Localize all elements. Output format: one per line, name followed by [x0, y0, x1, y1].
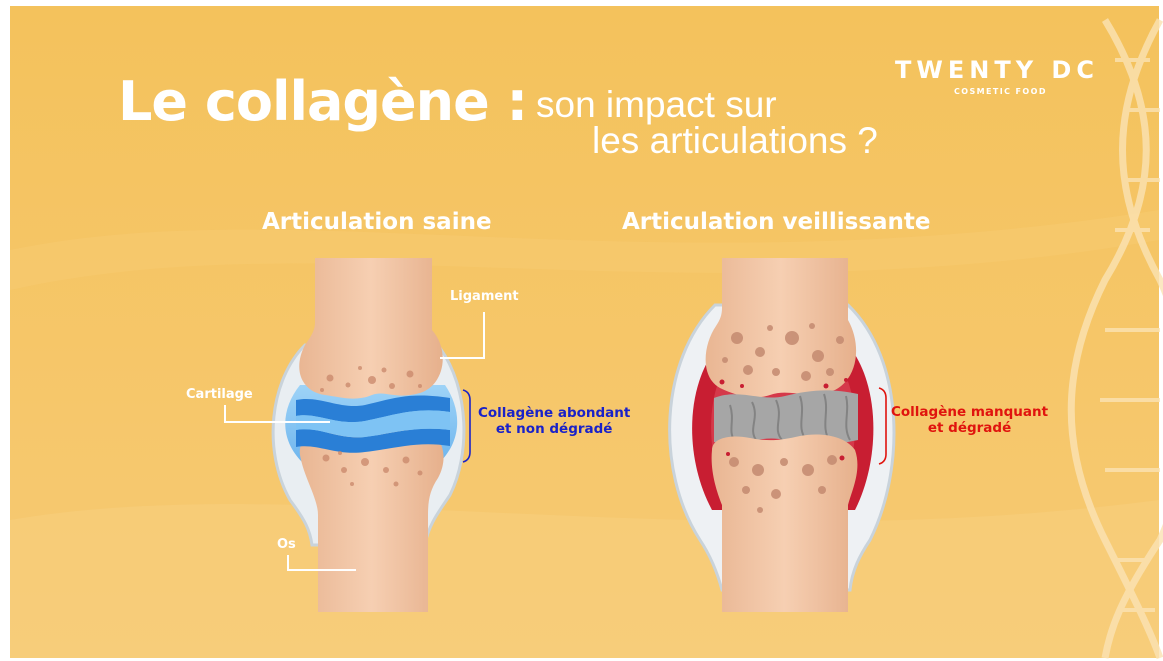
worn-cartilage	[714, 390, 858, 444]
healthy-collagen-callout: Collagène abondant et non dégradé	[478, 405, 630, 437]
aging-collagen-callout: Collagène manquant et dégradé	[891, 404, 1048, 436]
aging-callout-line-2: et dégradé	[891, 420, 1048, 436]
page-subtitle-line-2: les articulations ?	[592, 120, 878, 162]
healthy-callout-line-2: et non dégradé	[478, 421, 630, 437]
brand-tagline: COSMETIC FOOD	[954, 87, 1047, 96]
brand-logo: TWENTY DC	[895, 56, 1099, 84]
lower-bone	[300, 430, 444, 612]
ligament-label: Ligament	[450, 289, 519, 304]
aging-joint-heading: Articulation veillissante	[622, 209, 931, 235]
healthy-joint-heading: Articulation saine	[262, 209, 492, 235]
cartilage-label: Cartilage	[186, 387, 253, 402]
bone-label: Os	[277, 537, 296, 552]
healthy-callout-line-1: Collagène abondant	[478, 405, 630, 421]
page-title: Le collagène :	[118, 70, 527, 133]
aging-callout-line-1: Collagène manquant	[891, 404, 1048, 420]
aging-upper-bone	[706, 258, 856, 397]
background-wave	[10, 500, 1159, 658]
